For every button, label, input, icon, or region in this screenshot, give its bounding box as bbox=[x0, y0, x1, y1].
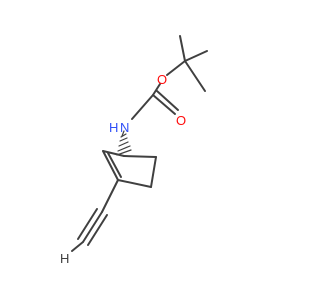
oxygen-carbonyl-label: O bbox=[176, 113, 186, 128]
bond-tbutyl-methyl-top bbox=[179, 35, 186, 62]
bond-alkyne-triple-2 bbox=[77, 208, 98, 240]
bond-carbonyl-double-2 bbox=[156, 90, 179, 111]
terminal-h-label: H bbox=[60, 251, 69, 266]
structure-diagram: O O H N H bbox=[60, 35, 208, 266]
bond-ring-c2-c3-double-2 bbox=[107, 152, 122, 178]
bond-tbutyl-to-oxygen bbox=[166, 60, 186, 76]
bond-oxygen-to-carbonyl-carbon bbox=[152, 83, 161, 96]
bond-ring-to-alkyne bbox=[101, 179, 119, 213]
bond-tbutyl-methyl-right bbox=[184, 50, 208, 62]
bond-carbonyl-double-1 bbox=[152, 94, 176, 115]
nitrogen-label: N bbox=[120, 120, 129, 135]
bond-carbonyl-carbon-to-nitrogen bbox=[131, 94, 154, 120]
bond-alkyne-to-h bbox=[71, 241, 84, 252]
bond-alkyne-triple-1 bbox=[82, 211, 103, 243]
bond-ring-c5-c1 bbox=[123, 155, 157, 158]
bond-tbutyl-methyl-lower bbox=[184, 60, 206, 92]
bond-ring-c1-c2 bbox=[102, 150, 125, 157]
oxygen-ester-label: O bbox=[157, 72, 167, 87]
bond-ring-c2-c3-double-1 bbox=[102, 150, 119, 181]
nitrogen-h-label: H bbox=[109, 120, 118, 135]
bond-ring-c3-c4 bbox=[117, 179, 152, 188]
bond-alkyne-triple-3 bbox=[87, 214, 108, 246]
bond-ring-c4-c5 bbox=[150, 156, 157, 188]
